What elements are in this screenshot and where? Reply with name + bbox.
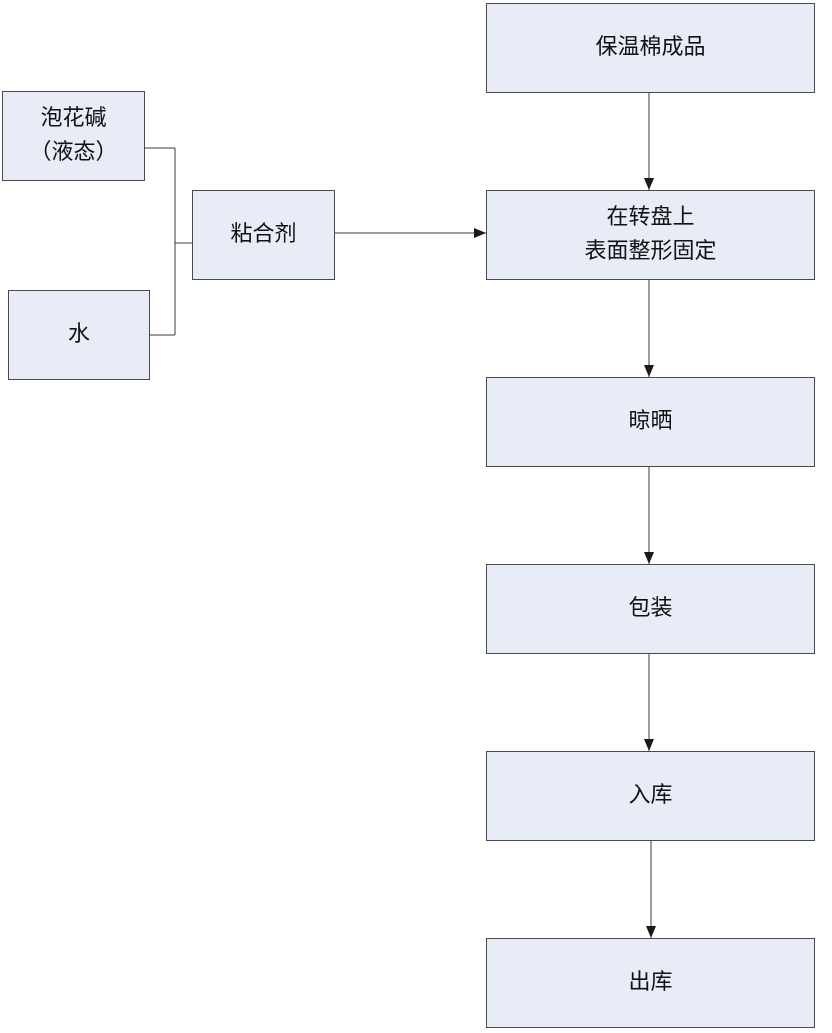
node-product: 保温棉成品 <box>486 3 815 93</box>
node-product-label: 保温棉成品 <box>595 34 706 60</box>
node-binder-label: 粘合剂 <box>230 221 297 247</box>
node-water: 水 <box>8 290 150 380</box>
node-shaping-line1: 在转盘上 <box>606 204 695 230</box>
node-shaping: 在转盘上 表面整形固定 <box>486 190 815 280</box>
node-outbound-label: 出库 <box>628 969 673 995</box>
node-packing-label: 包装 <box>628 595 673 621</box>
node-soda-liquid: 泡花碱 （液态） <box>2 91 145 181</box>
node-storage: 入库 <box>486 751 815 841</box>
node-water-label: 水 <box>67 321 90 347</box>
node-storage-label: 入库 <box>628 782 673 808</box>
node-soda-line1: 泡花碱 <box>40 105 107 131</box>
node-drying: 晾晒 <box>486 377 815 467</box>
node-binder: 粘合剂 <box>192 190 335 280</box>
node-packing: 包装 <box>486 564 815 654</box>
node-shaping-line2: 表面整形固定 <box>584 239 717 264</box>
node-outbound: 出库 <box>486 938 815 1028</box>
node-drying-label: 晾晒 <box>628 408 673 434</box>
node-soda-line2: （液态） <box>29 140 118 165</box>
